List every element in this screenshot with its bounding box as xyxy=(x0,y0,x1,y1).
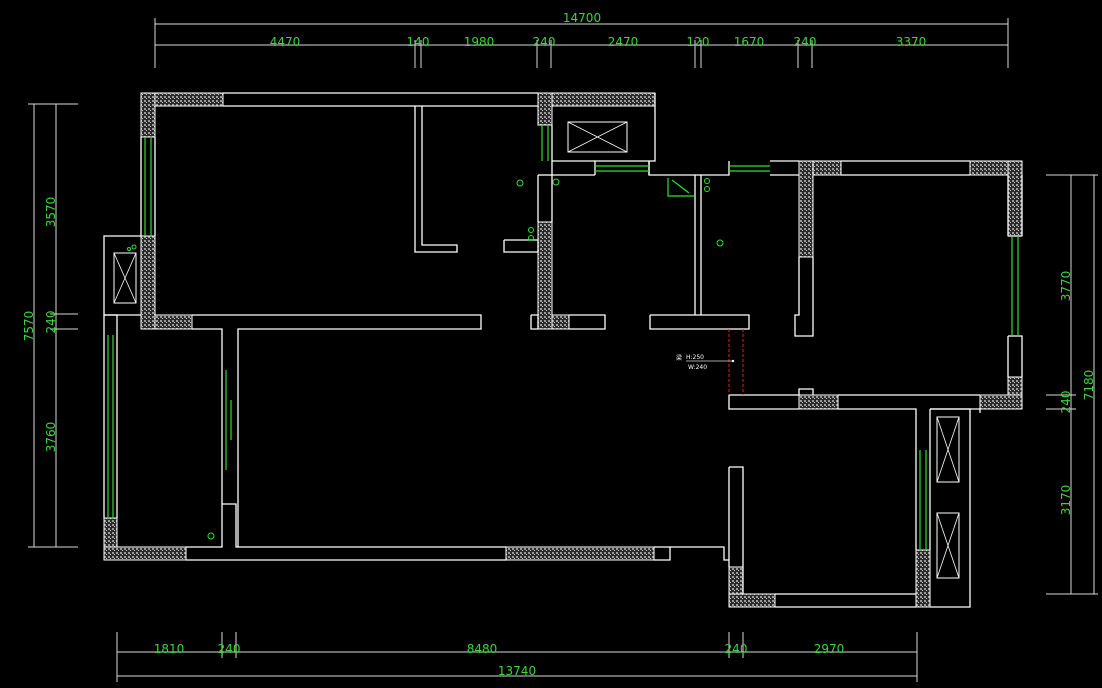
bottom-segment-5: 2970 xyxy=(814,642,845,656)
windows xyxy=(107,125,1019,550)
ac-unit-icon-2 xyxy=(936,416,960,483)
range-hood-icon xyxy=(567,121,628,153)
left-dimension-chain: 7570 3570 240 3760 xyxy=(22,103,78,548)
drain-icon-2 xyxy=(552,178,560,186)
top-segment-9: 3370 xyxy=(896,35,927,49)
top-segment-7: 1670 xyxy=(734,35,765,49)
fixtures xyxy=(113,121,960,579)
pipe-icon-5 xyxy=(131,244,137,250)
pipe-icon xyxy=(528,227,534,233)
left-total-dimension: 7570 xyxy=(22,311,36,342)
bottom-segment-1: 1810 xyxy=(154,642,185,656)
pipe-icon-2 xyxy=(528,235,534,241)
top-segment-8: 240 xyxy=(794,35,817,49)
left-segment-2: 240 xyxy=(44,311,58,334)
top-dimension-chain: 14700 4470 140 1980 240 2470 120 1670 24… xyxy=(154,11,1009,68)
right-dimension-chain: 3770 240 3170 7180 xyxy=(1046,174,1098,595)
right-segment-1: 3770 xyxy=(1059,271,1073,302)
bottom-total-dimension: 13740 xyxy=(498,664,536,678)
beam-width: W:240 xyxy=(688,364,707,371)
top-segment-5: 2470 xyxy=(608,35,639,49)
drain-icon-4 xyxy=(207,532,215,540)
right-segment-2: 240 xyxy=(1059,391,1073,414)
bottom-dimension-chain: 1810 240 8480 240 2970 13740 xyxy=(116,632,918,682)
right-total-dimension: 7180 xyxy=(1082,370,1096,401)
top-segment-1: 4470 xyxy=(270,35,301,49)
pipe-icon-4 xyxy=(704,186,710,192)
drain-icon xyxy=(516,179,524,187)
top-segment-2: 140 xyxy=(407,35,430,49)
ac-unit-icon-3 xyxy=(936,512,960,579)
wall-outlines xyxy=(103,92,1023,608)
drain-icon-3 xyxy=(716,239,724,247)
left-segment-3: 3760 xyxy=(44,422,58,453)
structural-columns xyxy=(103,92,1023,608)
beam-height: H:250 xyxy=(686,354,704,361)
right-segment-3: 3170 xyxy=(1059,485,1073,516)
top-total-dimension: 14700 xyxy=(563,11,601,25)
ac-unit-icon xyxy=(113,252,137,304)
left-segment-1: 3570 xyxy=(44,197,58,228)
bottom-segment-2: 240 xyxy=(218,642,241,656)
beam-symbol: 梁 xyxy=(676,354,682,362)
top-segment-3: 1980 xyxy=(464,35,495,49)
bottom-segment-4: 240 xyxy=(725,642,748,656)
beam-marker: 梁 H:250 W:240 xyxy=(676,329,744,395)
bottom-segment-3: 8480 xyxy=(467,642,498,656)
top-segment-4: 240 xyxy=(533,35,556,49)
pipe-icon-3 xyxy=(704,178,710,184)
top-segment-6: 120 xyxy=(687,35,710,49)
